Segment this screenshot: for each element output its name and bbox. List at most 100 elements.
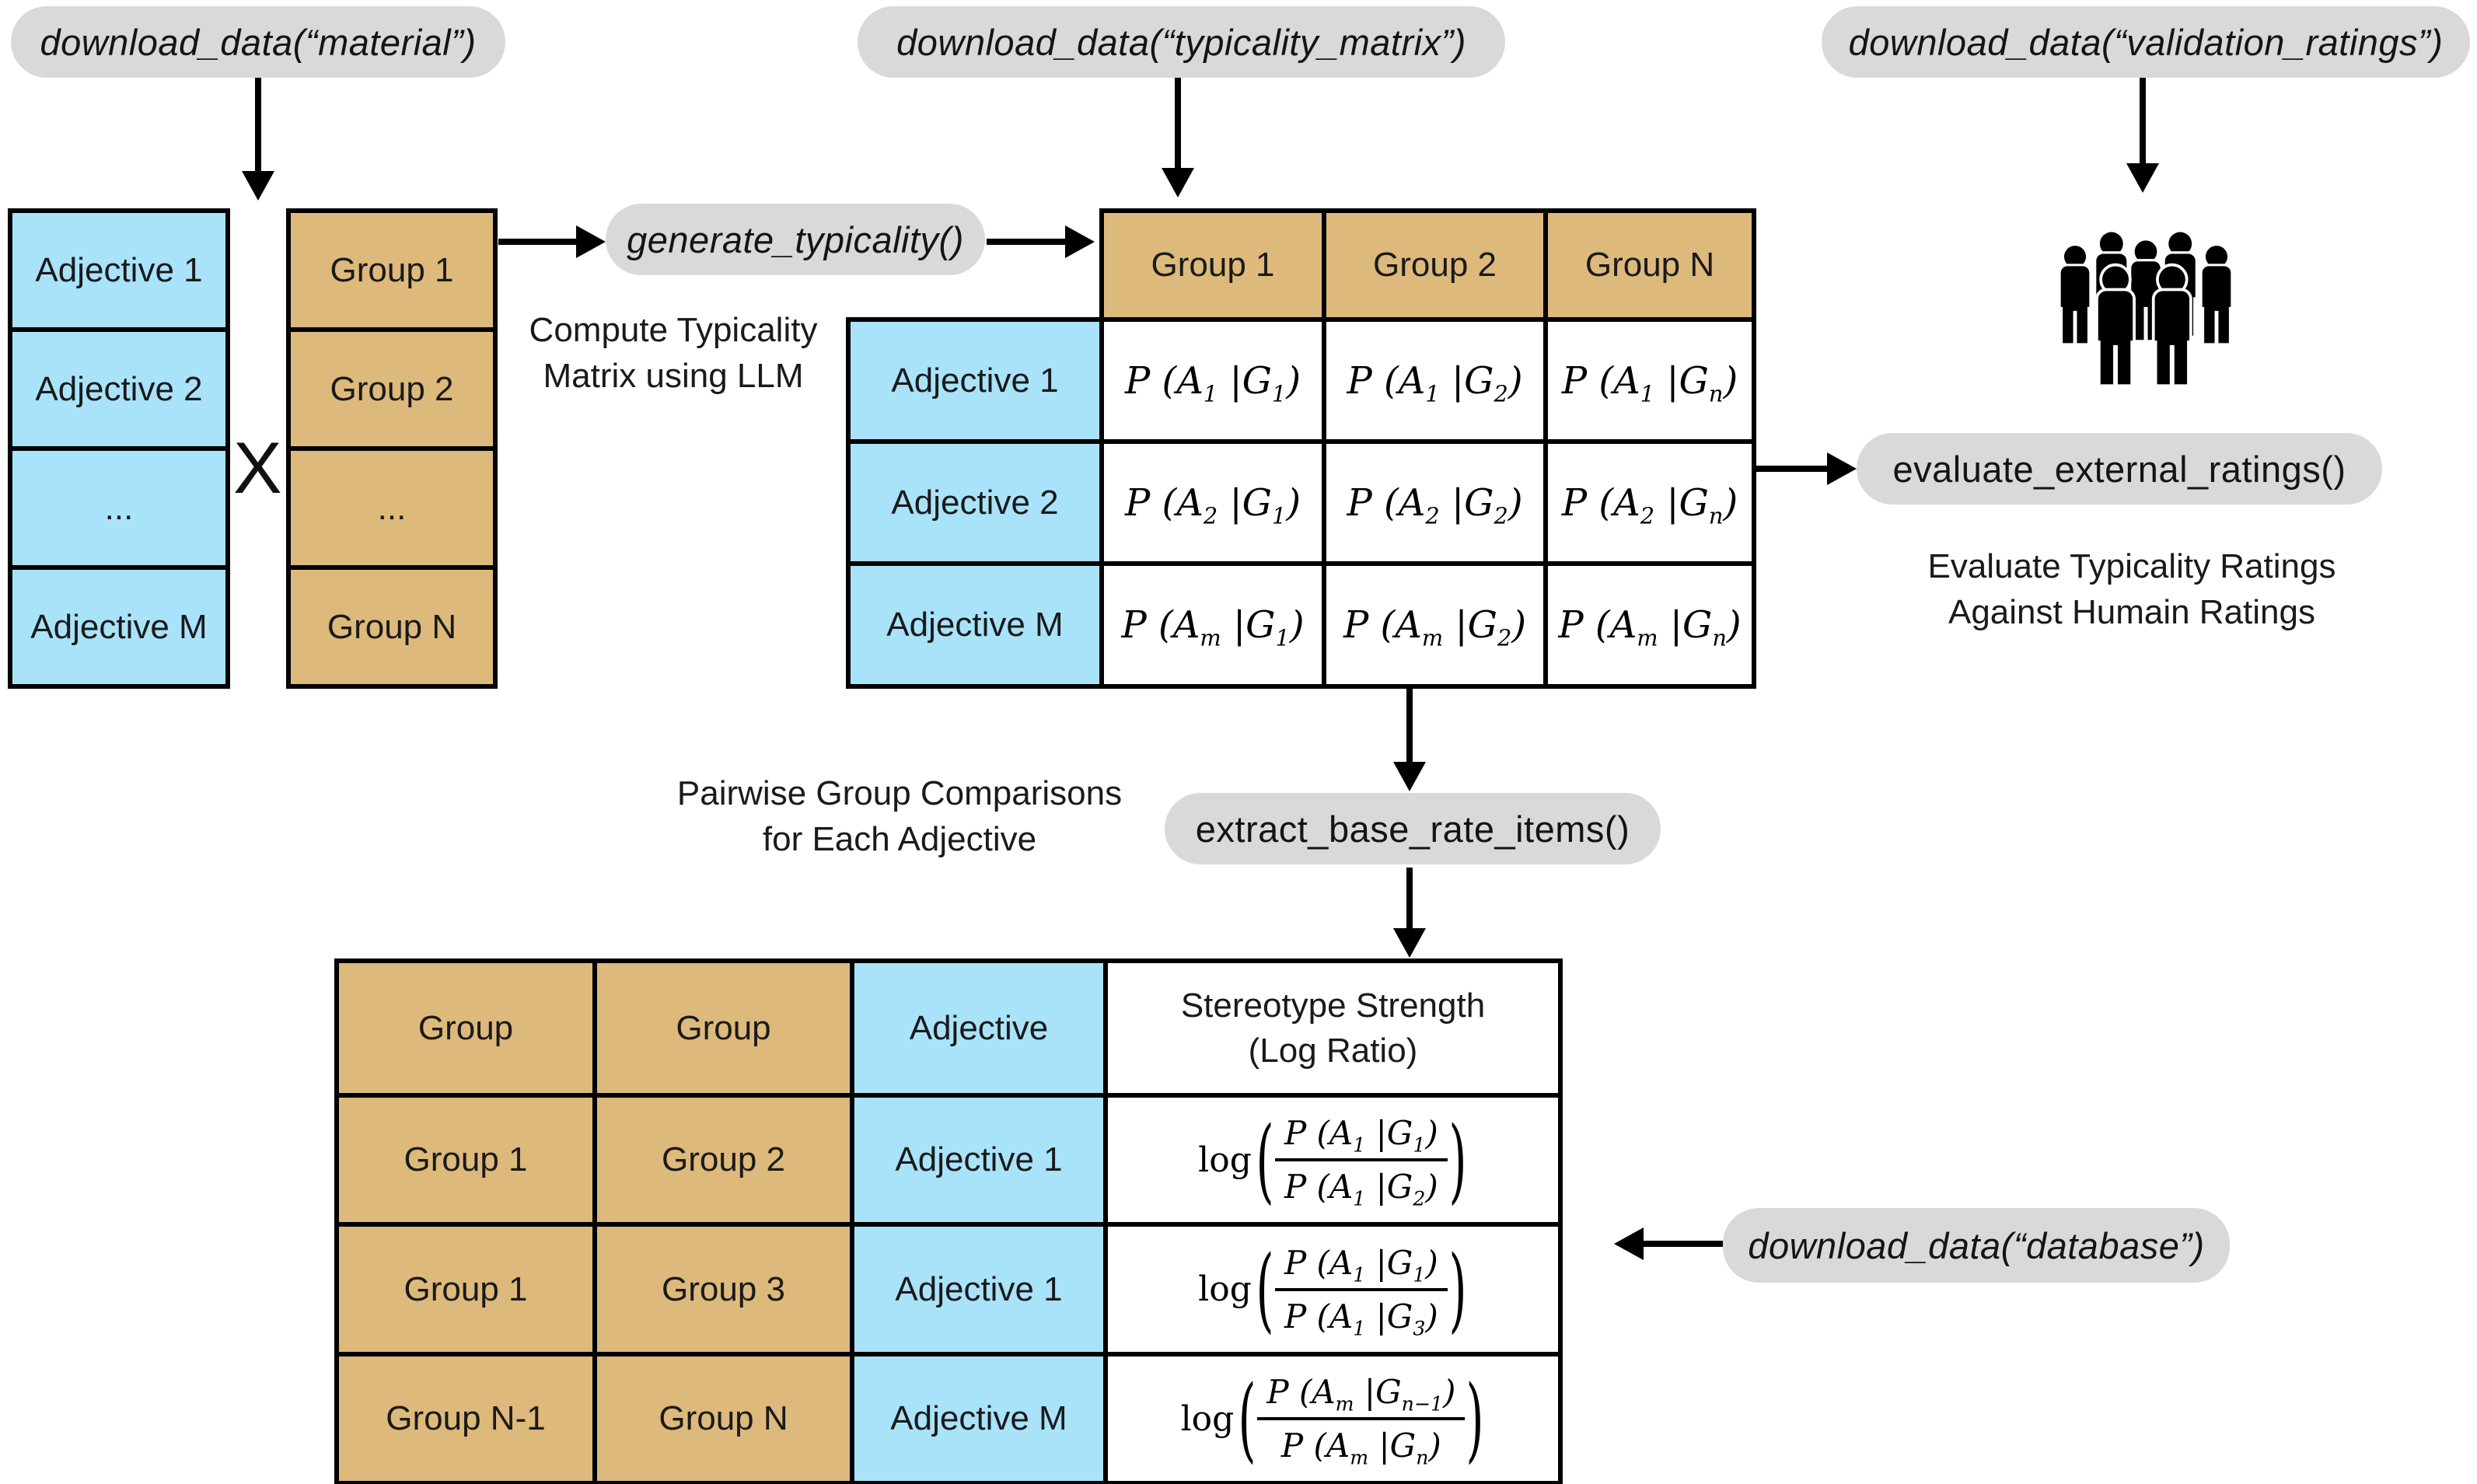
caption-evaluate-ratings-line1: Evaluate Typicality Ratings	[1927, 547, 2336, 585]
probability-formula: P (Am |Gn)	[1558, 603, 1742, 651]
group-list-item: Group 1	[286, 208, 498, 332]
adjective-list-table: Adjective 1 Adjective 2 ... Adjective M	[8, 208, 230, 689]
base-rate-cell-group-a: Group N-1	[334, 1352, 597, 1484]
base-rate-cell-adjective: Adjective 1	[850, 1222, 1108, 1357]
base-rate-cell-group-a: Group 1	[334, 1093, 597, 1227]
matrix-row-header: Adjective 1	[846, 317, 1104, 444]
log-ratio-formula: log ( P (A1 |G1)P (A1 |G2) )	[1198, 1105, 1468, 1213]
log-label: log	[1180, 1398, 1235, 1439]
base-rate-cell-group-a: Group 1	[334, 1222, 597, 1357]
matrix-col-header: Group 1	[1099, 208, 1326, 322]
matrix-corner-cell	[848, 211, 1102, 319]
arrow-validation-down-head	[2126, 163, 2159, 193]
caption-pairwise-line2: for Each Adjective	[762, 819, 1037, 858]
log-label: log	[1198, 1269, 1252, 1309]
base-rate-row: Group N-1 Group N Adjective M log ( P (A…	[334, 1352, 1563, 1484]
arrow-matrix-to-evaluate-head	[1827, 452, 1857, 485]
arrow-generate-to-matrix	[987, 239, 1067, 245]
caption-compute-typicality-line2: Matrix using LLM	[543, 356, 804, 395]
log-ratio-formula: log ( P (A1 |G1) P (A1 |G3) )	[1198, 1235, 1468, 1343]
formula-denominator: P (A1 |G3)	[1284, 1297, 1438, 1339]
arrow-database-left-head	[1614, 1227, 1644, 1260]
base-rate-cell-formula: log ( P (Am |Gn−1)P (Am |Gn) )	[1103, 1352, 1563, 1484]
base-rate-cell-adjective: Adjective M	[850, 1352, 1108, 1484]
pill-download-database: download_data(“database”)	[1723, 1208, 2230, 1283]
arrow-lists-to-generate	[498, 239, 578, 245]
matrix-cell: P (Am |G1)	[1099, 561, 1326, 689]
matrix-col-header: Group 2	[1322, 208, 1548, 322]
caption-pairwise-line1: Pairwise Group Comparisons	[676, 774, 1123, 812]
base-rate-cell-group-b: Group N	[592, 1352, 854, 1484]
adjective-list-item: Adjective M	[8, 565, 230, 689]
formula-numerator: P (A1 |G1)	[1274, 1114, 1448, 1161]
arrow-validation-down	[2140, 78, 2146, 165]
base-rate-cell-formula: log ( P (A1 |G1) P (A1 |G3) )	[1103, 1222, 1563, 1357]
formula-numerator: P (Am |Gn−1)	[1257, 1373, 1466, 1420]
log-label: log	[1198, 1140, 1252, 1180]
matrix-cell: P (A2 |G1)	[1099, 439, 1326, 566]
base-rate-row: Group 1 Group 2 Adjective 1 log ( P (A1 …	[334, 1093, 1563, 1227]
matrix-cell: P (A2 |G2)	[1322, 439, 1548, 566]
matrix-cell: P (A1 |G2)	[1322, 317, 1548, 444]
base-rate-header-strength-line2: (Log Ratio)	[1248, 1031, 1418, 1070]
probability-formula: P (A2 |G2)	[1347, 480, 1523, 529]
base-rate-row: Group 1 Group 3 Adjective 1 log ( P (A1 …	[334, 1222, 1563, 1357]
probability-formula: P (A2 |Gn)	[1561, 480, 1738, 529]
group-list-item: Group 2	[286, 327, 498, 451]
close-paren: )	[1448, 1105, 1467, 1213]
cartesian-product-operator: X	[233, 427, 282, 508]
caption-compute-typicality: Compute Typicality Matrix using LLM	[440, 308, 907, 400]
arrow-matrix-down-head	[1393, 762, 1426, 791]
adjective-list-item: ...	[8, 446, 230, 570]
pill-extract-base-rate-items: extract_base_rate_items()	[1165, 793, 1661, 864]
probability-formula: P (A1 |G2)	[1347, 358, 1523, 407]
matrix-cell: P (A1 |G1)	[1099, 317, 1326, 444]
probability-formula: P (A1 |G1)	[1124, 358, 1301, 407]
matrix-row-header: Adjective M	[846, 561, 1104, 689]
caption-evaluate-ratings: Evaluate Typicality Ratings Against Huma…	[1860, 544, 2404, 636]
crowd-icon	[2045, 199, 2247, 420]
pill-generate-typicality: generate_typicality()	[606, 204, 985, 275]
base-rate-cell-adjective: Adjective 1	[850, 1093, 1108, 1227]
pill-download-material: download_data(“material”)	[11, 6, 505, 78]
open-paren: (	[1256, 1235, 1274, 1343]
adjective-list-item: Adjective 2	[8, 327, 230, 451]
group-list-item: ...	[286, 446, 498, 570]
caption-compute-typicality-line1: Compute Typicality	[529, 311, 818, 349]
formula-denominator: P (A1 |G2)	[1284, 1168, 1438, 1210]
probability-formula: P (A2 |G1)	[1124, 480, 1301, 529]
base-rate-table: Group Group Adjective Stereotype Strengt…	[334, 958, 1563, 1484]
open-paren: (	[1238, 1364, 1256, 1472]
formula-numerator: P (A1 |G1)	[1274, 1244, 1448, 1291]
pill-download-typicality-matrix: download_data(“typicality_matrix”)	[858, 6, 1505, 78]
group-list-table: Group 1 Group 2 ... Group N	[286, 208, 498, 689]
arrow-matrix-down	[1406, 687, 1413, 763]
base-rate-header-adjective: Adjective	[850, 958, 1108, 1098]
probability-formula: P (Am |G1)	[1121, 603, 1305, 651]
base-rate-header-strength: Stereotype Strength (Log Ratio)	[1103, 958, 1563, 1098]
matrix-cell: P (Am |Gn)	[1543, 561, 1756, 689]
caption-evaluate-ratings-line2: Against Humain Ratings	[1948, 592, 2315, 631]
matrix-col-header: Group N	[1543, 208, 1756, 322]
base-rate-cell-formula: log ( P (A1 |G1)P (A1 |G2) )	[1103, 1093, 1563, 1227]
probability-formula: P (A1 |Gn)	[1561, 358, 1738, 407]
arrow-material-down-head	[242, 171, 274, 201]
pill-download-validation-ratings: download_data(“validation_ratings”)	[1822, 6, 2470, 78]
formula-denominator: P (Am |Gn)	[1280, 1426, 1441, 1469]
arrow-extract-down	[1406, 868, 1413, 930]
arrow-generate-to-matrix-head	[1065, 225, 1095, 258]
base-rate-header-strength-line1: Stereotype Strength	[1180, 986, 1486, 1025]
log-ratio-formula: log ( P (Am |Gn−1)P (Am |Gn) )	[1180, 1364, 1486, 1472]
arrow-database-left	[1640, 1241, 1723, 1247]
base-rate-cell-group-b: Group 3	[592, 1222, 854, 1357]
probability-formula: P (Am |G2)	[1343, 603, 1527, 651]
arrow-lists-to-generate-head	[576, 225, 606, 258]
arrow-extract-down-head	[1393, 928, 1426, 958]
caption-pairwise-comparisons: Pairwise Group Comparisons for Each Adje…	[666, 771, 1133, 863]
base-rate-cell-group-b: Group 2	[592, 1093, 854, 1227]
adjective-list-item: Adjective 1	[8, 208, 230, 332]
matrix-cell: P (Am |G2)	[1322, 561, 1548, 689]
matrix-cell: P (A1 |Gn)	[1543, 317, 1756, 444]
arrow-typicality-down-head	[1162, 168, 1194, 197]
close-paren: )	[1448, 1235, 1467, 1343]
